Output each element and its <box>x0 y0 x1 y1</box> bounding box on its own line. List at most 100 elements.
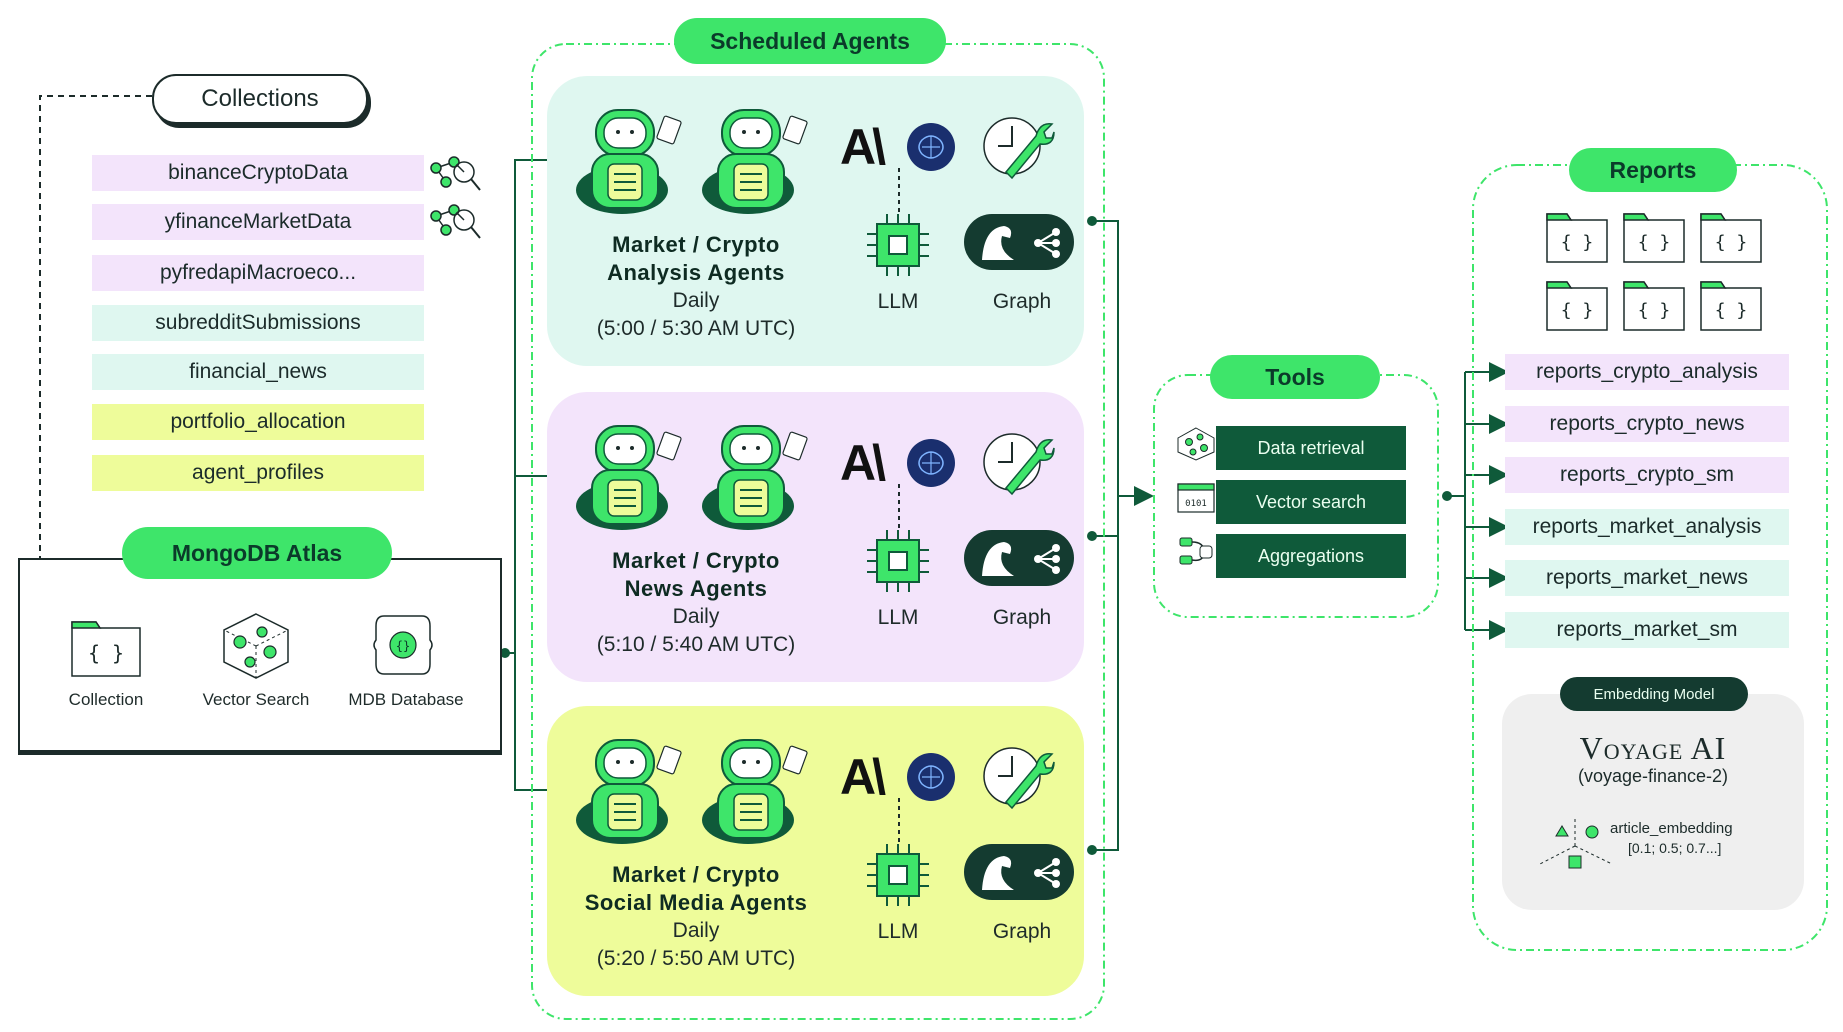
chip-icon <box>867 214 929 276</box>
agent-name-line2: Analysis Agents <box>607 260 785 285</box>
report-label: reports_crypto_news <box>1549 412 1745 435</box>
report-label: reports_market_news <box>1546 566 1748 589</box>
data-retrieval-icon <box>1177 427 1215 461</box>
tool-label: Data retrieval <box>1257 437 1365 458</box>
collection-label: binanceCryptoData <box>168 161 348 184</box>
tool-label: Vector search <box>1255 491 1367 512</box>
robot-agent-icon <box>702 109 808 214</box>
report-item: reports_crypto_analysis <box>1505 354 1789 390</box>
embedding-axes-icon <box>1539 816 1613 869</box>
collection-label: pyfredapiMacroeco... <box>159 261 357 284</box>
collection-label: agent_profiles <box>192 461 324 484</box>
tool-data-retrieval: Data retrieval <box>1216 426 1406 470</box>
brain-ai-icon <box>907 753 955 801</box>
atlas-title-label: MongoDB Atlas <box>171 539 343 566</box>
agent-frequency: Daily <box>672 605 720 628</box>
atlas-item-label: MDB Database <box>348 690 464 709</box>
agent-frequency: Daily <box>672 289 720 312</box>
svg-text:{ }: { } <box>1715 232 1748 253</box>
report-folder-icon: { } <box>1700 213 1762 263</box>
anthropic-logo: A\ <box>840 749 886 805</box>
robot-agent-icon <box>702 739 808 844</box>
robot-agent-icon <box>576 109 682 214</box>
atlas-item-label: Collection <box>68 690 144 709</box>
clock-wrench-icon <box>983 433 1055 496</box>
svg-text:{ }: { } <box>1561 232 1594 253</box>
tool-label: Aggregations <box>1257 545 1365 566</box>
scheduled-agents-title: Scheduled Agents <box>674 18 946 64</box>
svg-text:{}: {} <box>396 639 410 653</box>
embedding-field: article_embedding <box>1610 820 1733 837</box>
agent-name-line2: News Agents <box>624 576 768 601</box>
vector-search-icon: 0101 <box>1177 483 1215 513</box>
report-item: reports_market_sm <box>1505 612 1789 648</box>
graph-label: Graph <box>992 920 1052 943</box>
atlas-item-mdb-database: MDB Database <box>336 690 476 710</box>
collection-label: subredditSubmissions <box>155 311 361 334</box>
aggregations-icon <box>1179 537 1213 565</box>
collection-item: agent_profiles <box>92 455 424 491</box>
dashed-connector <box>898 798 900 842</box>
agent-name-line1: Market / Crypto <box>612 862 780 887</box>
scheduled-agents-title-label: Scheduled Agents <box>710 27 910 54</box>
collection-item: subredditSubmissions <box>92 305 424 341</box>
svg-text:{ }: { } <box>1638 232 1671 253</box>
clock-wrench-icon <box>983 747 1055 810</box>
svg-text:{ }: { } <box>1561 300 1594 321</box>
collection-item: financial_news <box>92 354 424 390</box>
reports-title: Reports <box>1569 148 1737 192</box>
embedding-badge: Embedding Model <box>1560 677 1748 711</box>
robot-agent-icon <box>702 425 808 530</box>
agent-schedule-time: (5:20 / 5:50 AM UTC) <box>596 947 796 970</box>
agent-schedule-time: (5:10 / 5:40 AM UTC) <box>596 633 796 656</box>
svg-text:{ }: { } <box>88 641 124 665</box>
tools-title-label: Tools <box>1265 363 1325 390</box>
report-item: reports_market_news <box>1505 560 1789 596</box>
voyage-brand: Voyage AI <box>1579 730 1727 766</box>
atlas-title: MongoDB Atlas <box>122 527 392 579</box>
anthropic-logo: A\ <box>840 119 886 175</box>
svg-text:{ }: { } <box>1638 300 1671 321</box>
dashed-connector <box>898 168 900 212</box>
agent-name-line1: Market / Crypto <box>612 232 780 257</box>
llm-label: LLM <box>877 606 919 629</box>
report-item: reports_crypto_news <box>1505 406 1789 442</box>
collection-label: portfolio_allocation <box>170 410 346 433</box>
robot-agent-icon <box>576 739 682 844</box>
tools-title: Tools <box>1210 355 1380 399</box>
atlas-item-vector-search: Vector Search <box>186 690 326 710</box>
report-folder-icon: { } <box>1623 281 1685 331</box>
parrot-graph-icon <box>982 856 1060 890</box>
anthropic-logo: A\ <box>840 435 886 491</box>
agent-frequency: Daily <box>672 919 720 942</box>
brain-ai-icon <box>907 123 955 171</box>
report-folder-icon: { } <box>1700 281 1762 331</box>
agent-name-line1: Market / Crypto <box>612 548 780 573</box>
collections-title: Collections <box>152 74 368 124</box>
report-label: reports_crypto_analysis <box>1536 360 1758 383</box>
dashed-connector <box>898 484 900 528</box>
tool-vector-search: Vector search <box>1216 480 1406 524</box>
report-item: reports_market_analysis <box>1505 509 1789 545</box>
llm-label: LLM <box>877 920 919 943</box>
database-icon: {} <box>373 615 433 675</box>
report-label: reports_market_sm <box>1556 618 1738 641</box>
report-folder-icon: { } <box>1623 213 1685 263</box>
report-item: reports_crypto_sm <box>1505 457 1789 493</box>
tool-aggregations: Aggregations <box>1216 534 1406 578</box>
svg-text:0101: 0101 <box>1185 499 1207 509</box>
collection-item: portfolio_allocation <box>92 404 424 440</box>
voyage-model: (voyage-finance-2) <box>1577 766 1729 786</box>
llm-label: LLM <box>877 290 919 313</box>
report-folder-icon: { } <box>1546 281 1608 331</box>
graph-label: Graph <box>992 290 1052 313</box>
report-label: reports_crypto_sm <box>1560 463 1734 486</box>
agent-name-line2: Social Media Agents <box>584 890 808 915</box>
agent-schedule-time: (5:00 / 5:30 AM UTC) <box>596 317 796 340</box>
svg-text:{ }: { } <box>1715 300 1748 321</box>
collection-item: binanceCryptoData <box>92 155 424 191</box>
atlas-item-collection: Collection <box>46 690 166 710</box>
parrot-graph-icon <box>982 542 1060 576</box>
collection-item: yfinanceMarketData <box>92 204 424 240</box>
parrot-graph-icon <box>982 226 1060 260</box>
